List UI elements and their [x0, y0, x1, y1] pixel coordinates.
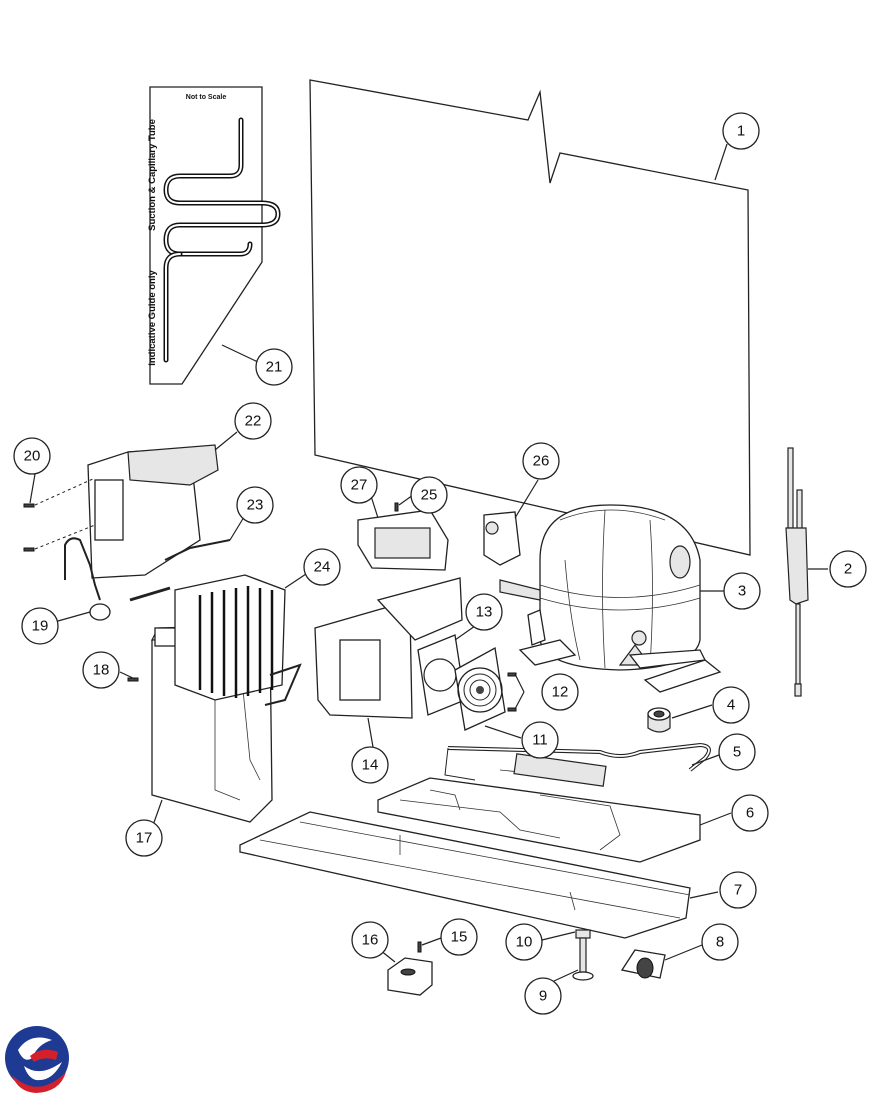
heater-element [64, 537, 111, 621]
callout-label-27: 27 [351, 477, 368, 494]
screw-12a [507, 672, 517, 677]
callout-label-7: 7 [734, 882, 742, 899]
callout-label-9: 9 [539, 988, 547, 1005]
guide-label-suction: Suction & Capillary Tube [147, 119, 158, 231]
callout-4: 4 [712, 686, 750, 724]
brand-logo [5, 1026, 69, 1093]
callout-6: 6 [731, 794, 769, 832]
callout-17: 17 [125, 819, 163, 857]
callout-12: 12 [541, 673, 579, 711]
callout-label-26: 26 [533, 453, 550, 470]
callout-1: 1 [722, 112, 760, 150]
grommet [647, 707, 671, 733]
guide-label-indicative: Indicative Guide only [147, 270, 158, 366]
callout-24: 24 [303, 548, 341, 586]
callout-16: 16 [351, 921, 389, 959]
base-plate [239, 811, 691, 939]
callout-label-23: 23 [247, 497, 264, 514]
callout-19: 19 [21, 607, 59, 645]
tube-guide-panel: Not to Scale Suction & Capillary Tube In… [147, 86, 281, 385]
callout-26: 26 [522, 442, 560, 480]
callout-label-8: 8 [716, 934, 724, 951]
wire-lead [164, 539, 231, 561]
heat-sink [129, 574, 302, 706]
callout-label-24: 24 [314, 559, 331, 576]
callout-label-22: 22 [245, 413, 262, 430]
callout-14: 14 [351, 746, 389, 784]
callout-21: 21 [255, 348, 293, 386]
leader-lines [29, 143, 828, 982]
callout-label-3: 3 [738, 583, 746, 600]
callout-15: 15 [440, 918, 478, 956]
callout-25: 25 [410, 476, 448, 514]
callout-2: 2 [829, 550, 867, 588]
fan-11 [454, 646, 506, 731]
callout-10: 10 [505, 923, 543, 961]
callout-5: 5 [718, 733, 756, 771]
adjustable-foot [572, 929, 594, 981]
callout-label-6: 6 [746, 805, 754, 822]
drip-tray [377, 753, 701, 863]
callout-8: 8 [701, 923, 739, 961]
callout-label-11: 11 [532, 732, 548, 749]
callout-18: 18 [82, 651, 120, 689]
callout-label-17: 17 [136, 830, 153, 847]
callout-27: 27 [340, 466, 378, 504]
screw-20b [23, 547, 35, 552]
callout-7: 7 [719, 871, 757, 909]
callout-label-1: 1 [737, 123, 745, 140]
callout-3: 3 [723, 572, 761, 610]
control-box [34, 444, 219, 579]
callout-label-15: 15 [451, 929, 468, 946]
callout-9: 9 [524, 977, 562, 1015]
callout-label-12: 12 [552, 684, 569, 701]
screw-20a [23, 503, 35, 508]
fan-bracket [314, 577, 463, 719]
screw-12b [507, 707, 517, 712]
callout-label-2: 2 [844, 561, 852, 578]
hinge-block [387, 941, 433, 996]
castor-wheel [620, 949, 666, 979]
callout-label-18: 18 [93, 662, 110, 679]
callout-label-19: 19 [32, 618, 49, 635]
guide-note: Not to Scale [186, 94, 227, 101]
callout-22: 22 [234, 402, 272, 440]
sensor-probe [785, 447, 809, 697]
back-panel [309, 79, 751, 556]
callout-label-13: 13 [476, 604, 493, 621]
callout-23: 23 [236, 486, 274, 524]
callout-label-16: 16 [362, 932, 379, 949]
callout-label-25: 25 [421, 487, 438, 504]
callout-label-14: 14 [362, 757, 379, 774]
callout-13: 13 [465, 593, 503, 631]
callout-20: 20 [13, 437, 51, 475]
callout-label-5: 5 [733, 744, 741, 761]
fan-motor [483, 511, 521, 566]
callout-label-21: 21 [266, 359, 283, 376]
callout-label-10: 10 [516, 934, 533, 951]
callout-11: 11 [521, 721, 559, 759]
callout-label-20: 20 [24, 448, 41, 465]
relay-box [357, 502, 449, 571]
callout-label-4: 4 [727, 697, 735, 714]
compressor [499, 504, 722, 693]
